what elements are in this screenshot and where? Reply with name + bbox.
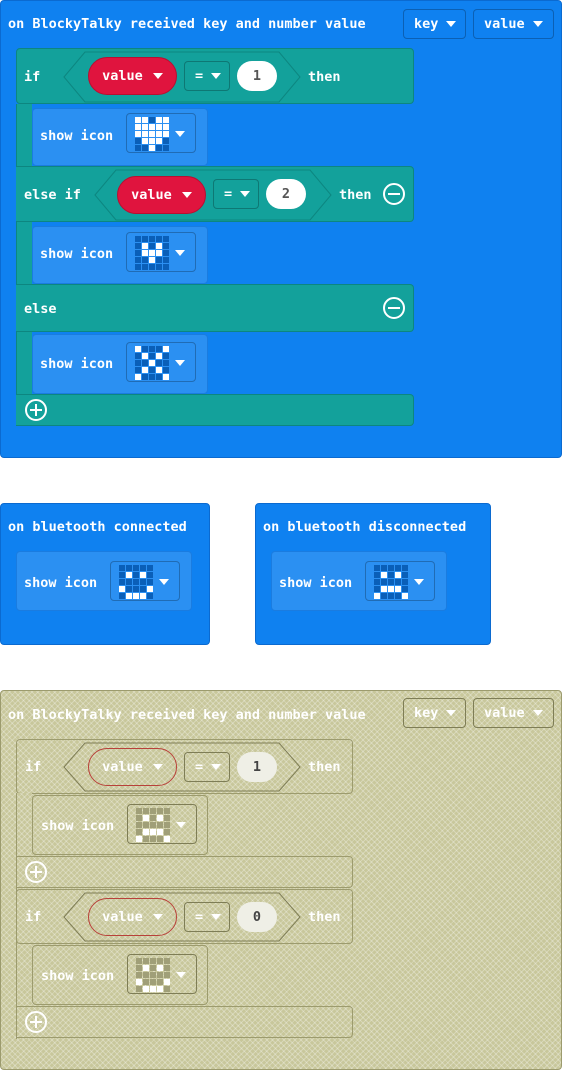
event-label: on BlockyTalky received key and number v… (8, 707, 366, 723)
value-variable-label: value (131, 187, 172, 203)
value-variable-label: value (102, 759, 143, 775)
else-block[interactable] (16, 284, 414, 332)
number-value: 0 (252, 909, 262, 925)
chevron-down-icon (176, 972, 186, 978)
chevron-down-icon (181, 192, 192, 198)
key-dropdown[interactable]: key (403, 9, 466, 39)
operator-dropdown[interactable]: = (213, 179, 259, 209)
happy-icon (119, 565, 153, 599)
sad-icon (374, 565, 408, 599)
chevron-down-icon (240, 191, 251, 197)
value-dropdown-label: value (484, 16, 525, 32)
x-icon (135, 346, 169, 380)
key-dropdown[interactable]: key (403, 698, 466, 728)
number-input[interactable]: 2 (266, 179, 306, 209)
happy-icon (136, 958, 170, 992)
value-dropdown[interactable]: value (473, 9, 554, 39)
chevron-down-icon (446, 710, 457, 716)
icon-dropdown-happy[interactable] (110, 561, 180, 601)
chevron-down-icon (176, 822, 186, 828)
then-label: then (308, 909, 341, 925)
condition-hexagon[interactable] (63, 742, 301, 792)
value-variable[interactable]: value (88, 898, 177, 936)
chevron-down-icon (152, 764, 163, 770)
value-dropdown-label: value (484, 705, 525, 721)
value-variable-label: value (102, 68, 143, 84)
condition-hexagon-2[interactable] (63, 892, 301, 942)
if-spine (16, 104, 32, 426)
if-block-bottom (16, 1006, 353, 1038)
add-else-if-icon[interactable] (25, 1011, 47, 1033)
operator-label: = (224, 186, 233, 202)
chevron-down-icon (159, 579, 169, 585)
number-value: 2 (281, 186, 291, 202)
event-label: on bluetooth disconnected (263, 519, 467, 535)
key-dropdown-label: key (414, 705, 439, 721)
add-else-if-icon[interactable] (25, 861, 47, 883)
then-label: then (339, 187, 372, 203)
show-icon-label: show icon (41, 968, 115, 984)
operator-dropdown[interactable]: = (184, 752, 230, 782)
show-icon-label: show icon (24, 575, 98, 591)
number-value: 1 (252, 68, 262, 84)
if-label: if (24, 69, 41, 85)
show-icon-label: show icon (40, 246, 114, 262)
sad-icon (136, 808, 170, 842)
value-variable[interactable]: value (88, 748, 177, 786)
operator-dropdown[interactable]: = (184, 902, 230, 932)
if-label: if (25, 759, 42, 775)
number-value: 1 (252, 759, 262, 775)
icon-dropdown-small-heart[interactable] (126, 232, 196, 272)
value-dropdown[interactable]: value (473, 698, 554, 728)
operator-label: = (195, 68, 204, 84)
chevron-down-icon (175, 250, 185, 256)
heart-icon (135, 117, 169, 151)
show-icon-label: show icon (40, 128, 114, 144)
chevron-down-icon (532, 710, 543, 716)
chevron-down-icon (175, 360, 185, 366)
then-label: then (308, 759, 341, 775)
icon-dropdown-heart[interactable] (126, 113, 196, 153)
else-if-label: else if (24, 187, 81, 203)
remove-else-icon[interactable] (383, 297, 405, 319)
icon-dropdown-ghost[interactable] (127, 954, 197, 994)
chevron-down-icon (211, 73, 222, 79)
chevron-down-icon (152, 73, 163, 79)
icon-dropdown-sad[interactable] (127, 804, 197, 844)
operator-dropdown[interactable]: = (184, 61, 230, 91)
if-block-bottom (16, 856, 353, 888)
icon-dropdown-x[interactable] (126, 342, 196, 382)
show-icon-label: show icon (41, 818, 115, 834)
event-label: on bluetooth connected (8, 519, 187, 535)
number-input[interactable]: 1 (237, 752, 277, 782)
chevron-down-icon (532, 21, 543, 27)
show-icon-label: show icon (40, 356, 114, 372)
value-variable-label: value (102, 909, 143, 925)
if-label: if (25, 909, 42, 925)
chevron-down-icon (152, 914, 163, 920)
chevron-down-icon (211, 764, 222, 770)
number-input[interactable]: 0 (237, 902, 277, 932)
number-input[interactable]: 1 (237, 61, 277, 91)
then-label: then (308, 69, 341, 85)
chevron-down-icon (211, 914, 222, 920)
add-else-if-icon[interactable] (25, 399, 47, 421)
chevron-down-icon (446, 21, 457, 27)
icon-dropdown-sad[interactable] (365, 561, 435, 601)
key-dropdown-label: key (414, 16, 439, 32)
small-heart-icon (135, 236, 169, 270)
value-variable[interactable]: value (88, 57, 177, 95)
operator-label: = (195, 759, 204, 775)
remove-else-if-icon[interactable] (383, 183, 405, 205)
else-label: else (24, 301, 57, 317)
value-variable[interactable]: value (117, 176, 206, 214)
chevron-down-icon (175, 131, 185, 137)
event-label: on BlockyTalky received key and number v… (8, 16, 366, 32)
if-block-bottom (16, 394, 414, 426)
operator-label: = (195, 909, 204, 925)
chevron-down-icon (414, 579, 424, 585)
show-icon-label: show icon (279, 575, 353, 591)
